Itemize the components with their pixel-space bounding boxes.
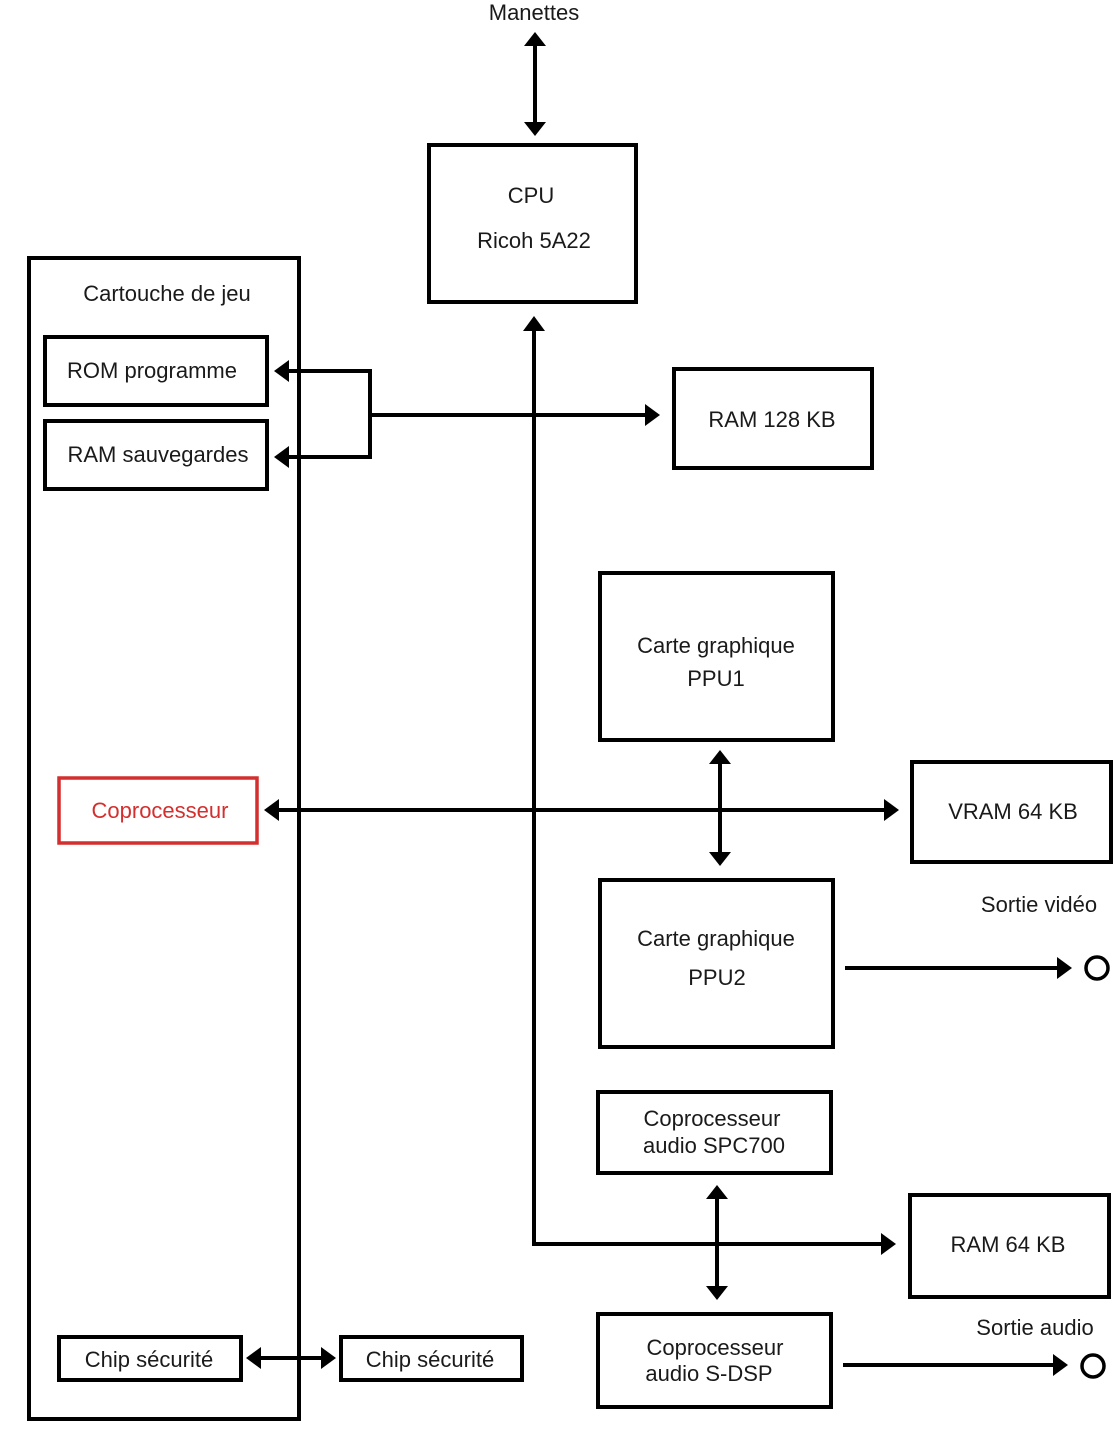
sdsp-label: Coprocesseur xyxy=(647,1335,784,1360)
arrow-left-icon xyxy=(246,1347,261,1369)
cpu-model-label: Ricoh 5A22 xyxy=(477,228,591,253)
cpu-box xyxy=(427,143,638,304)
rom-label: ROM programme xyxy=(67,358,237,383)
arrow-right-icon xyxy=(884,799,899,821)
chip-security-console-label: Chip sécurité xyxy=(366,1347,494,1372)
chip-security-console-box xyxy=(339,1335,524,1382)
cpu-label: CPU xyxy=(508,183,554,208)
arrow-left-icon xyxy=(274,446,289,468)
vram-box xyxy=(910,760,1113,864)
sdsp-box xyxy=(596,1312,833,1409)
ppu1-box xyxy=(598,571,835,742)
audio-jack-icon xyxy=(1080,1353,1106,1379)
chip-security-cart-label: Chip sécurité xyxy=(85,1347,213,1372)
rom-box xyxy=(43,335,269,407)
arrow-down-icon xyxy=(524,122,546,136)
arrow-right-icon xyxy=(881,1233,896,1255)
arrow-right-icon xyxy=(321,1347,336,1369)
arrow-up-icon xyxy=(523,316,545,331)
spc700-box xyxy=(596,1090,833,1175)
ppu2-box xyxy=(598,878,835,1049)
ram-audio-box xyxy=(908,1193,1111,1299)
sdsp-name-label: audio S-DSP xyxy=(645,1361,772,1386)
manettes-label: Manettes xyxy=(489,0,580,25)
arrow-up-icon xyxy=(706,1185,728,1199)
chip-security-cart-box xyxy=(57,1335,243,1382)
arrow-down-icon xyxy=(706,1286,728,1300)
coprocessor-label: Coprocesseur xyxy=(92,798,229,823)
arrow-left-icon xyxy=(264,799,279,821)
cartridge-title: Cartouche de jeu xyxy=(83,281,251,306)
ram-audio-label: RAM 64 KB xyxy=(951,1232,1066,1257)
arrow-down-icon xyxy=(709,852,731,866)
ppu1-label: Carte graphique xyxy=(637,633,795,658)
vram-label: VRAM 64 KB xyxy=(948,799,1078,824)
ram-main-box xyxy=(672,367,874,470)
ram-saves-label: RAM sauvegardes xyxy=(68,442,249,467)
ppu2-name-label: PPU2 xyxy=(688,965,745,990)
video-jack-icon xyxy=(1084,955,1110,981)
coprocessor-box xyxy=(57,776,259,845)
spc700-label: Coprocesseur xyxy=(644,1106,781,1131)
ppu2-label: Carte graphique xyxy=(637,926,795,951)
arrow-right-icon xyxy=(645,404,660,426)
spc700-name-label: audio SPC700 xyxy=(643,1133,785,1158)
ram-main-label: RAM 128 KB xyxy=(708,407,835,432)
arrow-up-icon xyxy=(524,32,546,46)
arrow-right-icon xyxy=(1057,957,1072,979)
arrow-left-icon xyxy=(274,360,289,382)
audio-out-label: Sortie audio xyxy=(976,1315,1093,1340)
video-out-label: Sortie vidéo xyxy=(981,892,1097,917)
arrow-up-icon xyxy=(709,750,731,764)
arrow-right-icon xyxy=(1053,1354,1068,1376)
ppu1-name-label: PPU1 xyxy=(687,666,744,691)
ram-saves-box xyxy=(43,419,269,491)
